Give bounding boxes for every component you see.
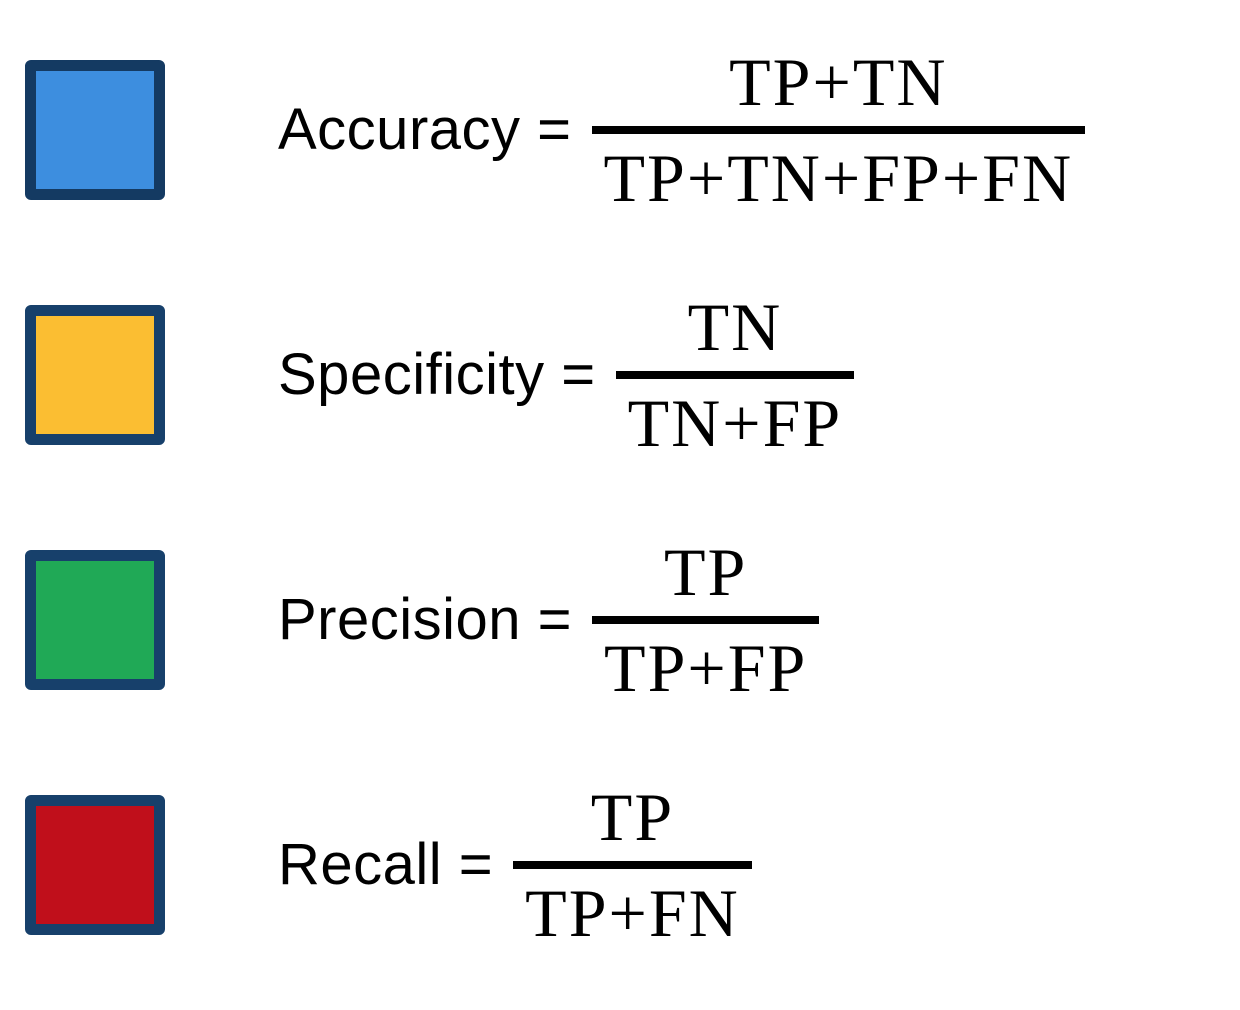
recall-fraction: TP TP+FN xyxy=(513,783,752,947)
accuracy-color-swatch xyxy=(25,60,165,200)
metric-label-precision: Precision = xyxy=(278,587,573,652)
legend-row-recall: Recall = TP TP+FN xyxy=(25,765,1240,965)
recall-formula: Recall = TP TP+FN xyxy=(278,783,752,947)
accuracy-formula: Accuracy = TP+TN TP+TN+FP+FN xyxy=(278,48,1086,216)
precision-color-swatch xyxy=(25,550,165,690)
accuracy-fraction: TP+TN TP+TN+FP+FN xyxy=(591,48,1086,216)
metric-label-recall: Recall = xyxy=(278,832,494,897)
formula-denominator: TN+FP xyxy=(627,385,843,461)
formula-denominator: TP+FP xyxy=(604,630,808,706)
formula-numerator: TN xyxy=(615,293,855,379)
specificity-formula: Specificity = TN TN+FP xyxy=(278,293,855,461)
formula-denominator: TP+FN xyxy=(525,875,740,951)
specificity-color-swatch xyxy=(25,305,165,445)
precision-formula: Precision = TP TP+FP xyxy=(278,538,820,706)
formula-numerator: TP+TN xyxy=(591,48,1086,134)
metric-label-specificity: Specificity = xyxy=(278,342,596,407)
legend-row-specificity: Specificity = TN TN+FP xyxy=(25,275,1240,475)
legend-row-accuracy: Accuracy = TP+TN TP+TN+FP+FN xyxy=(25,30,1240,230)
formula-denominator: TP+TN+FP+FN xyxy=(603,140,1074,216)
formula-numerator: TP xyxy=(592,538,820,624)
formula-numerator: TP xyxy=(513,783,752,869)
legend-row-precision: Precision = TP TP+FP xyxy=(25,520,1240,720)
recall-color-swatch xyxy=(25,795,165,935)
specificity-fraction: TN TN+FP xyxy=(615,293,855,461)
metric-label-accuracy: Accuracy = xyxy=(278,97,572,162)
precision-fraction: TP TP+FP xyxy=(592,538,820,706)
